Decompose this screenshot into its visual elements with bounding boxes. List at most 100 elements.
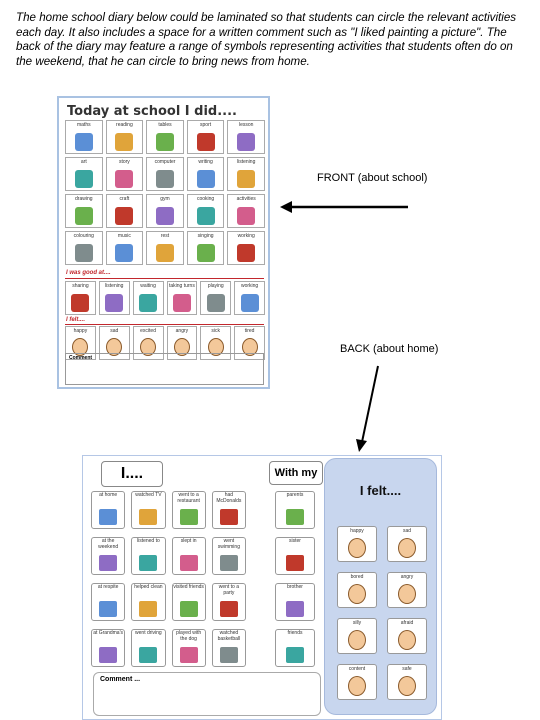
front-activity-label: cooking (196, 196, 215, 202)
back-label: BACK (about home) (340, 343, 439, 355)
back-feeling-label: silly (352, 620, 362, 626)
front-good-label: taking turns (168, 283, 195, 289)
front-good-cell[interactable]: working (234, 281, 265, 315)
front-activity-label: art (80, 159, 87, 165)
front-activity-cell[interactable]: tables (146, 120, 184, 154)
with-person-cell[interactable]: friends (275, 629, 315, 667)
with-person-cell[interactable]: parents (275, 491, 315, 529)
back-activity-cell[interactable]: slept in (171, 537, 206, 575)
front-activity-cell[interactable]: listening (227, 157, 265, 191)
front-activity-label: listening (237, 159, 256, 165)
activity-symbol-icon (99, 601, 118, 617)
face-icon (398, 630, 416, 650)
back-activity-cell[interactable]: played with the dog (171, 629, 206, 667)
back-feeling-cell[interactable]: bored (337, 572, 377, 608)
front-felt-label: excited (140, 328, 156, 334)
back-feeling-cell[interactable]: afraid (387, 618, 427, 654)
front-good-cell[interactable]: taking turns (166, 281, 198, 315)
front-activity-cell[interactable]: art (65, 157, 103, 191)
front-activity-cell[interactable]: sport (186, 120, 225, 154)
front-activity-label: working (237, 233, 255, 239)
activity-symbol-icon (115, 207, 134, 225)
front-activity-label: tables (158, 122, 172, 128)
front-activity-cell[interactable]: drawing (65, 194, 103, 228)
back-feeling-cell[interactable]: sad (387, 526, 427, 562)
front-activity-cell[interactable]: maths (65, 120, 103, 154)
front-activity-cell[interactable]: cooking (186, 194, 225, 228)
front-activity-cell[interactable]: craft (105, 194, 144, 228)
activity-symbol-icon (286, 509, 304, 525)
back-activity-label: visited friends (173, 584, 204, 590)
back-activity-label: had McDonalds (216, 492, 242, 504)
back-activity-cell[interactable]: helped clean (131, 583, 166, 621)
back-activity-cell[interactable]: at home (91, 491, 126, 529)
back-feeling-cell[interactable]: safe (387, 664, 427, 700)
back-activity-cell[interactable]: went driving (131, 629, 166, 667)
front-activity-cell[interactable]: computer (146, 157, 184, 191)
front-activity-cell[interactable]: music (105, 231, 144, 265)
back-activity-cell[interactable]: at Grandma's (91, 629, 126, 667)
back-feeling-cell[interactable]: angry (387, 572, 427, 608)
front-activity-label: drawing (75, 196, 93, 202)
front-felt-cell[interactable]: excited (132, 326, 164, 360)
front-good-cell[interactable]: playing (200, 281, 232, 315)
activity-symbol-icon (139, 647, 158, 663)
with-person-label: sister (289, 538, 301, 544)
with-person-cell[interactable]: sister (275, 537, 315, 575)
front-felt-cell[interactable]: sick (200, 326, 232, 360)
front-felt-cell[interactable]: angry (166, 326, 198, 360)
back-activity-cell[interactable]: watched TV (131, 491, 166, 529)
with-person-label: friends (287, 630, 303, 636)
back-activity-label: at the weekend (98, 538, 119, 550)
back-feeling-cell[interactable]: happy (337, 526, 377, 562)
front-felt-cell[interactable]: tired (234, 326, 265, 360)
back-activity-cell[interactable]: went to a party (211, 583, 246, 621)
front-good-cell[interactable]: listening (98, 281, 130, 315)
front-activity-cell[interactable]: gym (146, 194, 184, 228)
activity-symbol-icon (179, 555, 198, 571)
front-activity-label: story (118, 159, 130, 165)
activity-symbol-icon (240, 294, 259, 312)
back-activity-cell[interactable]: watched basketball (211, 629, 246, 667)
i-heading: I.... (101, 461, 163, 487)
front-felt-cell[interactable]: happy (65, 326, 96, 360)
intro-paragraph: The home school diary below could be lam… (16, 11, 517, 68)
front-activity-cell[interactable]: story (105, 157, 144, 191)
back-activity-cell[interactable]: went to a restaurant (171, 491, 206, 529)
back-arrow-icon (356, 365, 379, 452)
back-activity-cell[interactable]: at respite (91, 583, 126, 621)
front-activity-cell[interactable]: colouring (65, 231, 103, 265)
front-activity-cell[interactable]: reading (105, 120, 144, 154)
back-activity-label: helped clean (134, 584, 163, 590)
front-activity-cell[interactable]: singing (186, 231, 225, 265)
face-icon (106, 338, 123, 356)
back-activity-cell[interactable]: visited friends (171, 583, 206, 621)
back-activity-cell[interactable]: listened to (131, 537, 166, 575)
front-activity-cell[interactable]: writing (186, 157, 225, 191)
back-activity-cell[interactable]: had McDonalds (211, 491, 246, 529)
front-activity-cell[interactable]: activities (227, 194, 265, 228)
face-icon (173, 338, 190, 356)
front-good-cell[interactable]: waiting (132, 281, 164, 315)
front-activity-label: colouring (73, 233, 94, 239)
activity-symbol-icon (74, 207, 93, 225)
back-feeling-cell[interactable]: content (337, 664, 377, 700)
front-arrow-icon (280, 201, 408, 213)
activity-symbol-icon (99, 647, 118, 663)
back-feeling-cell[interactable]: silly (337, 618, 377, 654)
back-activity-cell[interactable]: at the weekend (91, 537, 126, 575)
front-good-label: listening (105, 283, 124, 289)
activity-symbol-icon (196, 244, 215, 262)
with-person-cell[interactable]: brother (275, 583, 315, 621)
back-activity-cell[interactable]: went swimming (211, 537, 246, 575)
activity-symbol-icon (219, 647, 238, 663)
front-activity-cell[interactable]: working (227, 231, 265, 265)
face-icon (72, 338, 89, 356)
front-felt-cell[interactable]: sad (98, 326, 130, 360)
activity-symbol-icon (179, 509, 198, 525)
activity-symbol-icon (74, 170, 93, 188)
front-activity-cell[interactable]: lesson (227, 120, 265, 154)
front-activity-cell[interactable]: rest (146, 231, 184, 265)
front-good-cell[interactable]: sharing (65, 281, 96, 315)
